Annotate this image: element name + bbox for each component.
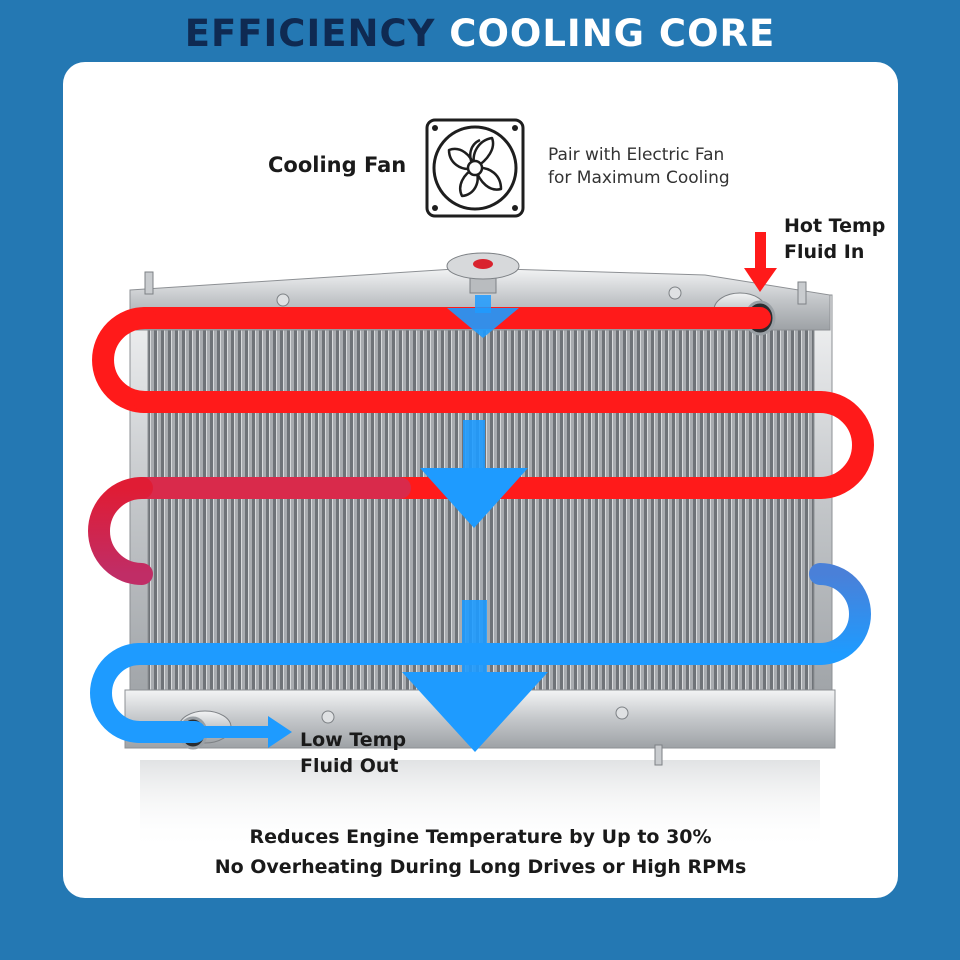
inlet-label: Hot Temp Fluid In	[784, 213, 885, 265]
fan-icon	[425, 118, 525, 218]
outlet-arrow-head	[268, 716, 292, 748]
bolt-1	[276, 293, 290, 307]
flow-bend-3	[88, 477, 153, 585]
outlet-label-line-2: Fluid Out	[300, 755, 399, 777]
inlet-label-line-1: Hot Temp	[784, 215, 886, 237]
title-part-1: EFFICIENCY	[184, 12, 436, 55]
airflow-arrow-1-head	[447, 308, 519, 338]
outlet-arrow-shaft	[200, 726, 270, 738]
bottom-pin	[654, 744, 663, 766]
top-left-pin	[144, 271, 154, 295]
cap-badge	[473, 259, 493, 269]
airflow-arrow-3-shaft	[462, 600, 487, 675]
flow-bend-5	[90, 643, 151, 743]
top-right-pin	[797, 281, 807, 305]
bolt-2	[668, 286, 682, 300]
airflow-arrow-2-head	[420, 468, 528, 528]
fan-note-line-1: Pair with Electric Fan	[548, 145, 725, 165]
outlet-label: Low Temp Fluid Out	[300, 727, 406, 779]
fan-note-line-2: for Maximum Cooling	[548, 168, 730, 188]
airflow-arrow-3-head	[402, 672, 548, 752]
flow-bend-4	[809, 563, 871, 665]
title-part-2: COOLING CORE	[449, 12, 776, 55]
airflow-arrow-2-shaft	[463, 420, 485, 468]
bolt-3	[321, 710, 335, 724]
outlet-arrow	[200, 716, 292, 748]
bolt-4	[615, 706, 629, 720]
cooling-fan-label: Cooling Fan	[268, 153, 407, 177]
caption-line-1: Reduces Engine Temperature by Up to 30%	[249, 826, 712, 848]
airflow-arrows	[402, 295, 548, 752]
flow-bend-2	[809, 391, 874, 499]
inlet-arrow-shaft	[755, 232, 766, 272]
radiator-reflection	[140, 760, 820, 850]
page-title: EFFICIENCY COOLING CORE	[0, 10, 960, 58]
caption-line-2: No Overheating During Long Drives or Hig…	[214, 856, 747, 878]
flow-bend-1	[92, 307, 156, 413]
inlet-arrow-head	[744, 268, 777, 292]
outlet-label-line-1: Low Temp	[300, 729, 407, 751]
inlet-label-line-2: Fluid In	[784, 241, 865, 263]
fan-note: Pair with Electric Fan for Maximum Cooli…	[548, 144, 730, 190]
inlet-arrow	[744, 232, 777, 292]
